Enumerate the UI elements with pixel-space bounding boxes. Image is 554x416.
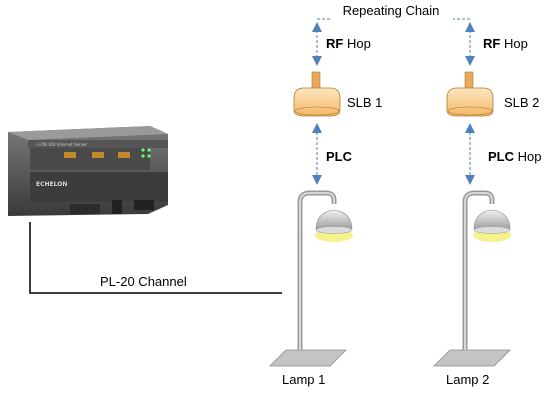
plc-bold-1: PLC: [326, 149, 353, 164]
rf-arrowhead-down-2: [465, 56, 475, 66]
lamp-post-2: [434, 193, 511, 366]
plc-arrowhead-down-2: [465, 175, 475, 185]
plc-label-2: PLC Hop: [488, 149, 541, 164]
plc-arrowhead-up-1: [312, 123, 322, 133]
device-brand-text: ECHELON: [36, 181, 67, 188]
repeating-chain-label: Repeating Chain: [343, 3, 440, 18]
device-model-text: i.LON 100 Internet Server: [36, 142, 87, 147]
slb-device-1: [294, 72, 340, 116]
node-1: RF Hop SLB 1 PLC Lamp 1: [270, 22, 382, 387]
slb-label-2: SLB 2: [504, 95, 539, 110]
rf-bold-2: RF: [483, 36, 500, 51]
rf-arrowhead-down-1: [312, 56, 322, 66]
rf-hop-label-1: RF Hop: [326, 36, 371, 51]
rf-rest-2: Hop: [500, 36, 527, 51]
lamp-label-1: Lamp 1: [282, 372, 325, 387]
rf-bold-1: RF: [326, 36, 343, 51]
pl20-channel-label: PL-20 Channel: [100, 274, 187, 289]
plc-label-1: PLC: [326, 149, 353, 164]
rf-arrowhead-up-2: [465, 22, 475, 32]
rf-hop-label-2: RF Hop: [483, 36, 528, 51]
plc-bold-2: PLC: [488, 149, 515, 164]
slb-device-2: [447, 72, 493, 116]
ilon-controller-device: i.LON 100 Internet Server ECHELON: [8, 126, 168, 216]
node-2: RF Hop SLB 2 PLC Hop Lamp 2: [434, 22, 541, 387]
plc-arrowhead-down-1: [312, 175, 322, 185]
rf-arrowhead-up-1: [312, 22, 322, 32]
lamp-label-2: Lamp 2: [446, 372, 489, 387]
rf-rest-1: Hop: [343, 36, 370, 51]
slb-label-1: SLB 1: [347, 95, 382, 110]
plc-rest-2: Hop: [514, 149, 541, 164]
lamp-post-1: [270, 193, 353, 366]
plc-arrowhead-up-2: [465, 123, 475, 133]
